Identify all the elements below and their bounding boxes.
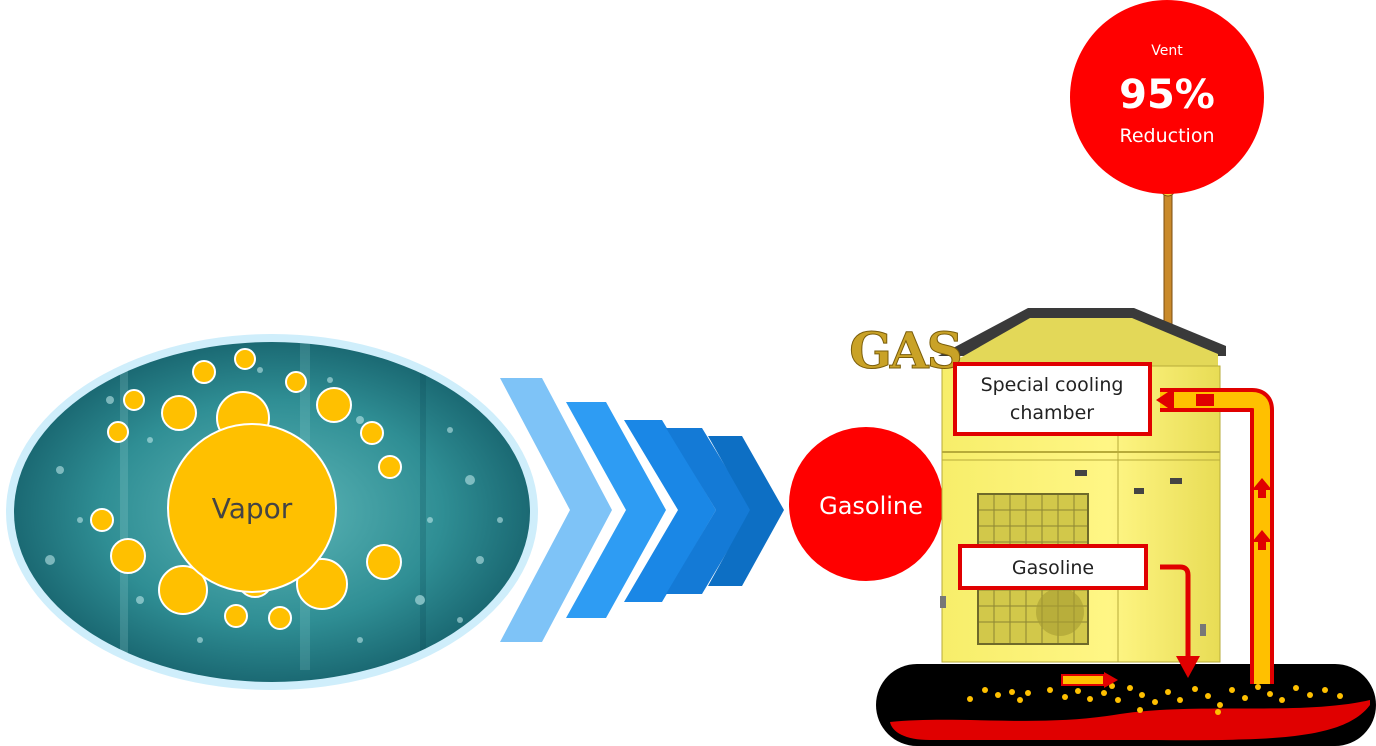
vapor-core xyxy=(167,423,337,593)
outlet-label-text: Gasoline xyxy=(1012,557,1094,579)
vapor-label: Vapor xyxy=(212,492,293,525)
vent-pipe xyxy=(1160,181,1176,325)
chevron-3 xyxy=(624,420,716,602)
drain-line xyxy=(1160,564,1200,678)
vent-reduction-badge: Vent 95% Reduction xyxy=(1070,0,1264,194)
flow-chevrons xyxy=(500,378,784,642)
chevron-1 xyxy=(500,378,612,642)
cooling-label-line2: chamber xyxy=(1010,402,1094,424)
chevron-2 xyxy=(566,402,666,618)
gasoline-node-label: Gasoline xyxy=(819,492,923,520)
badge-percent: 95% xyxy=(1119,72,1215,118)
badge-line-reduction: Reduction xyxy=(1120,125,1215,147)
chevron-5 xyxy=(708,436,784,586)
fuel-droplets xyxy=(967,683,1343,715)
storage-tank xyxy=(876,664,1376,746)
return-pipe xyxy=(1156,388,1274,684)
badge-line-vent: Vent xyxy=(1151,43,1183,59)
flow-up-arrows xyxy=(1196,394,1272,550)
chevron-4 xyxy=(666,428,752,594)
cooling-label-line1: Special cooling xyxy=(981,374,1124,396)
gasoline-outlet-label: Gasoline xyxy=(958,544,1148,590)
gas-logo: GAS xyxy=(849,321,961,380)
tank-flow-arrow xyxy=(1061,672,1118,688)
gasoline-node: Gasoline xyxy=(789,427,943,581)
recovery-unit xyxy=(938,308,1226,663)
vapor-panel: Vapor xyxy=(6,334,538,690)
cooling-chamber-label: Special cooling chamber xyxy=(953,362,1152,436)
